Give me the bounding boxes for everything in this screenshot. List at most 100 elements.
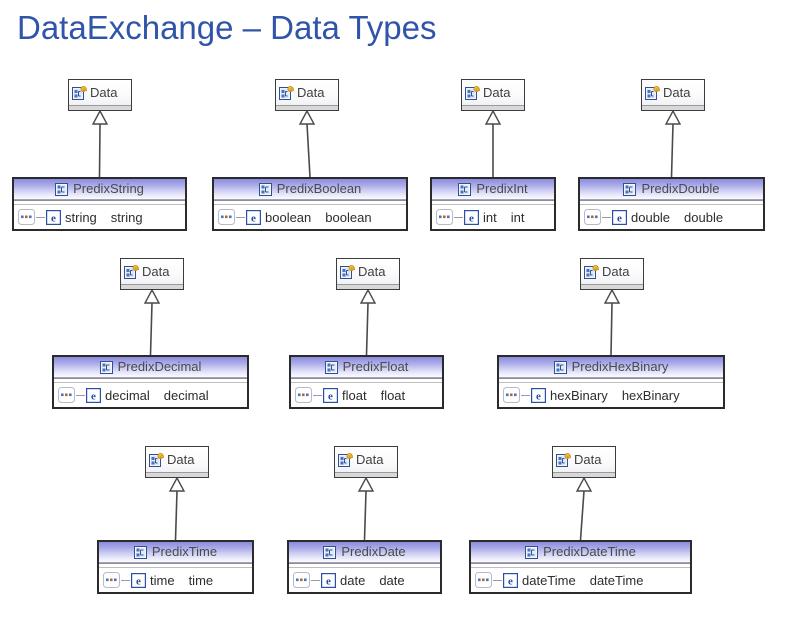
class-name-label: PredixDate (341, 544, 406, 559)
class-compartment-divider (54, 378, 247, 383)
superclass-header: Data (146, 447, 208, 472)
class-name-label: PredixDouble (641, 181, 720, 196)
superclass-header: Data (69, 80, 131, 105)
superclass-box-data[interactable]: Data (336, 258, 400, 290)
attribute-name-label: hexBinary (550, 387, 608, 403)
superclass-header: Data (581, 259, 643, 284)
attribute-connector-line (602, 216, 611, 218)
class-name-label: PredixHexBinary (571, 359, 669, 374)
xsd-element-e-icon: e (323, 387, 338, 403)
uml-class-icon (55, 182, 69, 196)
superclass-compartment-divider (581, 284, 643, 289)
superclass-label: Data (483, 85, 511, 100)
attribute-connector-line (236, 216, 245, 218)
superclass-label: Data (142, 264, 170, 279)
attribute-connector-line (76, 394, 85, 396)
uml-class-key-icon (72, 85, 87, 101)
inheritance-hollow-triangle-icon (298, 109, 316, 125)
superclass-box-data[interactable]: Data (275, 79, 339, 111)
inheritance-line (365, 302, 369, 356)
class-name-label: PredixTime (151, 544, 218, 559)
inheritance-hollow-triangle-icon (575, 476, 593, 492)
superclass-compartment-divider (146, 472, 208, 477)
uml-class-key-icon (465, 85, 480, 101)
attribute-name-label: date (340, 572, 366, 588)
superclass-label: Data (356, 452, 384, 467)
superclass-compartment-divider (276, 105, 338, 110)
class-header: PredixFloat (291, 357, 442, 378)
attribute-row[interactable]: e boolean boolean (214, 205, 406, 229)
inheritance-line (174, 490, 178, 541)
superclass-box-data[interactable]: Data (580, 258, 644, 290)
superclass-label: Data (167, 452, 195, 467)
svg-text:e: e (251, 212, 256, 224)
superclass-header: Data (337, 259, 399, 284)
attribute-connector-line (493, 579, 502, 581)
superclass-box-data[interactable]: Data (120, 258, 184, 290)
inheritance-line (610, 302, 613, 356)
svg-text:e: e (469, 212, 474, 224)
class-name-label: PredixDecimal (117, 359, 202, 374)
uml-class-icon (525, 545, 539, 559)
uml-class-icon (553, 360, 567, 374)
uml-class-key-icon (149, 452, 164, 468)
superclass-box-data[interactable]: Data (641, 79, 705, 111)
attribute-connector-line (311, 579, 320, 581)
superclass-header: Data (462, 80, 524, 105)
uml-attribute-dots-icon (18, 209, 35, 225)
attribute-name-label: int (483, 209, 497, 225)
inheritance-hollow-triangle-icon (143, 288, 161, 304)
superclass-compartment-divider (335, 472, 397, 477)
xsd-element-e-icon: e (321, 572, 336, 588)
superclass-label: Data (297, 85, 325, 100)
svg-text:e: e (536, 390, 541, 402)
attribute-type-label: dateTime (589, 572, 644, 588)
superclass-box-data[interactable]: Data (461, 79, 525, 111)
uml-class-key-icon (338, 452, 353, 468)
attribute-type-label: boolean (325, 209, 372, 225)
inheritance-line (363, 490, 367, 541)
attribute-connector-line (521, 394, 530, 396)
superclass-box-data[interactable]: Data (68, 79, 132, 111)
uml-class-icon (258, 182, 272, 196)
class-header: PredixDateTime (471, 542, 690, 563)
class-header: PredixDate (289, 542, 440, 563)
superclass-header: Data (642, 80, 704, 105)
xsd-element-e-icon: e (131, 572, 146, 588)
inheritance-hollow-triangle-icon (91, 109, 109, 125)
class-header: PredixInt (432, 179, 554, 200)
inheritance-line (149, 302, 153, 356)
class-name-label: PredixDateTime (543, 544, 636, 559)
superclass-box-data[interactable]: Data (552, 446, 616, 478)
inheritance-hollow-triangle-icon (168, 476, 186, 492)
superclass-compartment-divider (69, 105, 131, 110)
superclass-compartment-divider (121, 284, 183, 289)
superclass-compartment-divider (462, 105, 524, 110)
svg-text:e: e (328, 390, 333, 402)
uml-attribute-dots-icon (436, 209, 453, 225)
superclass-box-data[interactable]: Data (334, 446, 398, 478)
superclass-box-data[interactable]: Data (145, 446, 209, 478)
attribute-name-label: boolean (265, 209, 312, 225)
attribute-name-label: float (342, 387, 367, 403)
